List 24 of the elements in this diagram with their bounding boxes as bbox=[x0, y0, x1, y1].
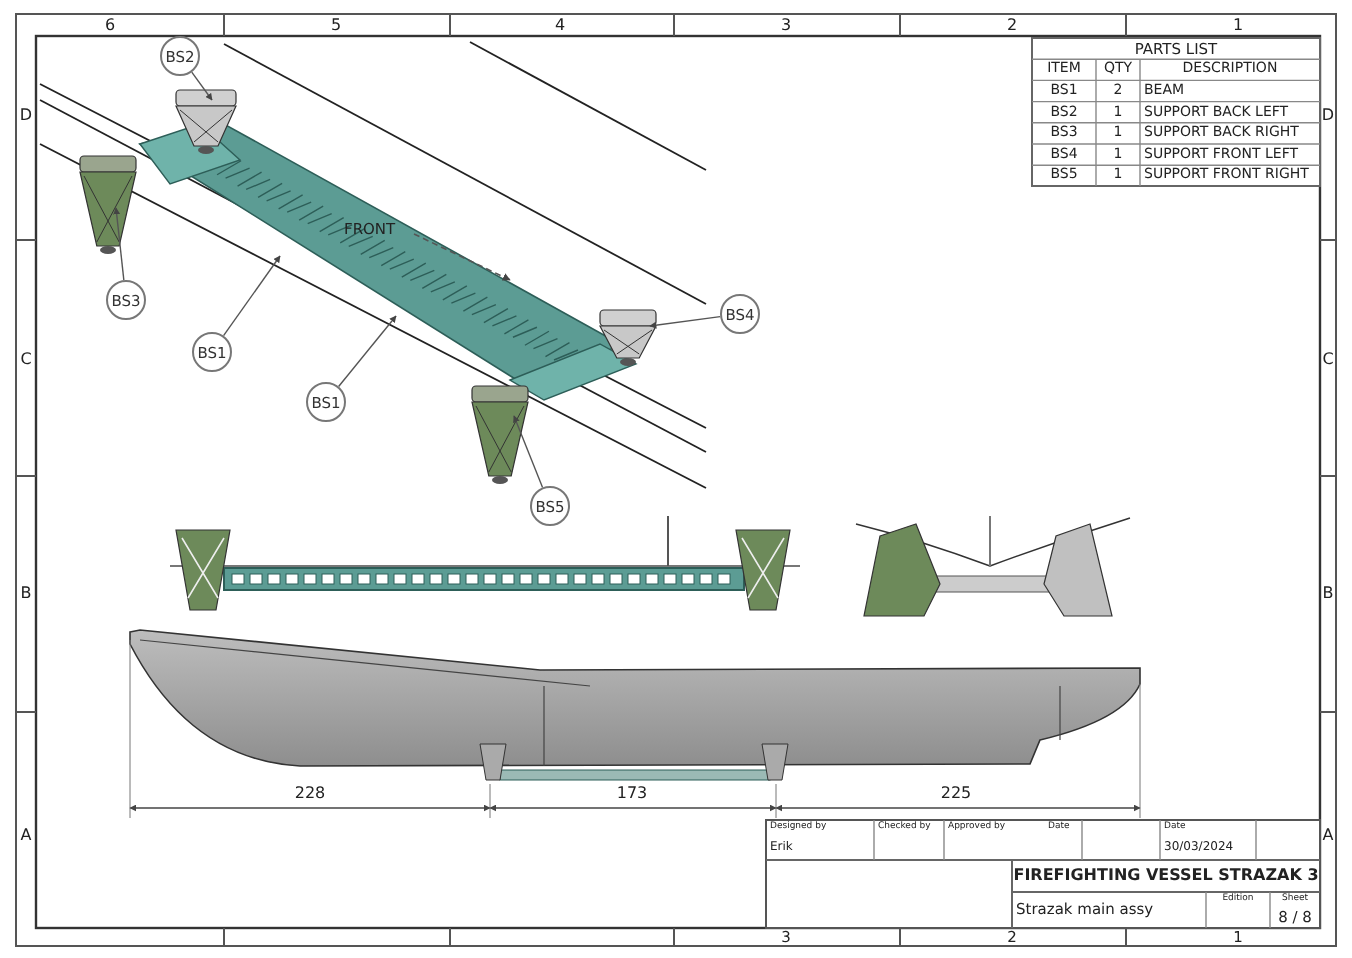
zone-marker: 6 bbox=[102, 16, 118, 36]
zone-marker: C bbox=[1320, 348, 1336, 372]
leader-line bbox=[513, 415, 544, 489]
dimension-value: 173 bbox=[614, 784, 650, 804]
leader-line bbox=[649, 315, 721, 329]
zone-marker: A bbox=[1320, 824, 1336, 848]
zone-marker: C bbox=[18, 348, 34, 372]
zone-marker: 4 bbox=[552, 16, 568, 36]
zone-marker: 3 bbox=[778, 16, 794, 36]
zone-marker: D bbox=[17, 104, 35, 128]
zone-marker: B bbox=[18, 582, 34, 606]
leader-line bbox=[337, 315, 397, 388]
leader-line bbox=[113, 207, 125, 281]
zone-marker: 1 bbox=[1230, 16, 1246, 36]
zone-marker: B bbox=[1320, 582, 1336, 606]
dimension-value: 225 bbox=[938, 784, 974, 804]
zone-marker: A bbox=[18, 824, 34, 848]
leader-line bbox=[222, 255, 281, 337]
zone-marker: 2 bbox=[1004, 16, 1020, 36]
dimension-value: 228 bbox=[292, 784, 328, 804]
drawing-title: FIREFIGHTING VESSEL STRAZAK 3 bbox=[1014, 864, 1318, 888]
leader-line bbox=[191, 71, 213, 101]
zone-marker: D bbox=[1320, 104, 1336, 128]
zone-marker: 5 bbox=[328, 16, 344, 36]
